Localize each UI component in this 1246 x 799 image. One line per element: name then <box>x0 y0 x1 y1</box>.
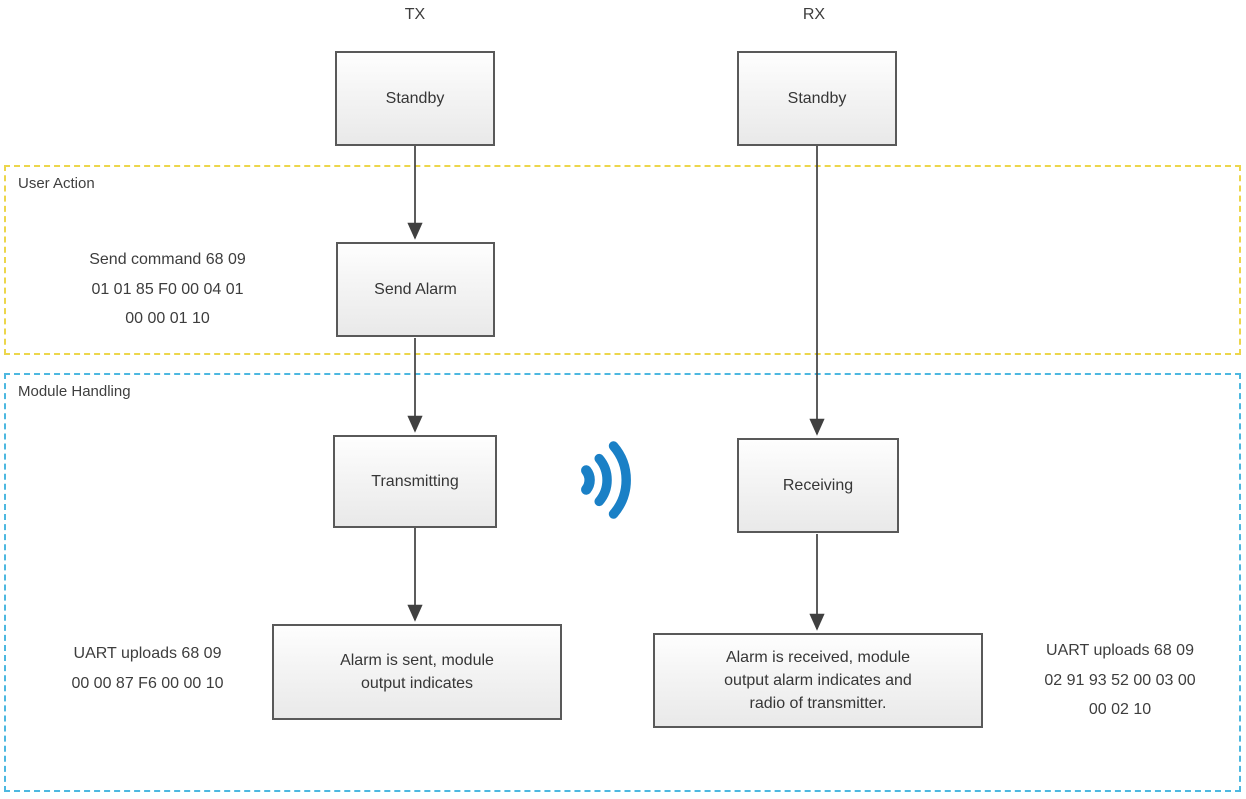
annotation-uart-uploads-rx: UART uploads 68 09 02 91 93 52 00 03 00 … <box>1044 642 1196 719</box>
node-send-alarm: Send Alarm <box>336 242 495 337</box>
region-user-action-label: User Action <box>18 175 95 192</box>
wireless-signal-icon <box>581 441 631 519</box>
node-alarm-sent-result: Alarm is sent, module output indicates <box>272 624 562 720</box>
node-transmitting: Transmitting <box>333 435 497 528</box>
node-tx-standby: Standby <box>335 51 495 146</box>
column-header-rx: RX <box>802 6 826 23</box>
annotation-uart-uploads-tx: UART uploads 68 09 00 00 87 F6 00 00 10 <box>71 645 224 692</box>
node-alarm-received-result: Alarm is received, module output alarm i… <box>653 633 983 728</box>
node-receiving: Receiving <box>737 438 899 533</box>
column-header-tx: TX <box>404 6 426 23</box>
region-module-handling: Module Handling <box>4 373 1241 792</box>
region-user-action: User Action <box>4 165 1241 355</box>
annotation-send-command: Send command 68 09 01 01 85 F0 00 04 01 … <box>89 251 246 328</box>
node-rx-standby: Standby <box>737 51 897 146</box>
region-module-handling-label: Module Handling <box>18 383 131 400</box>
